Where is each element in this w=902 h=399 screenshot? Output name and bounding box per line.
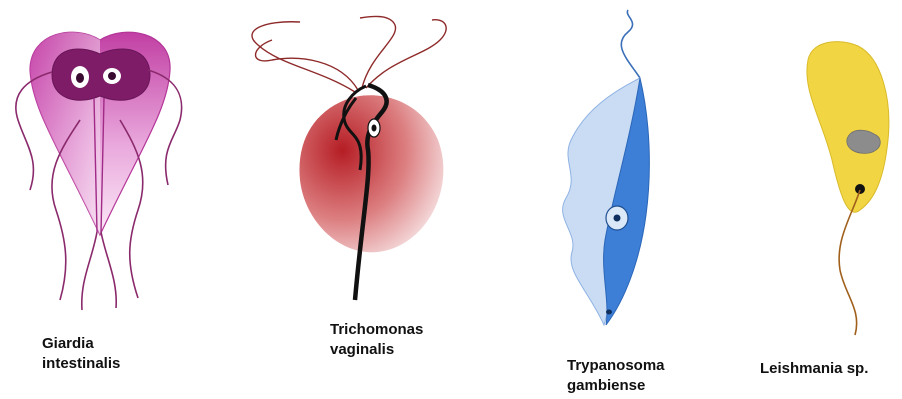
label-leishmania: Leishmania sp. [760, 359, 868, 379]
leishmania-cell-icon [807, 42, 889, 335]
label-giardia-line1: Giardia [42, 334, 120, 354]
label-trichomonas-vaginalis: Trichomonas vaginalis [330, 320, 423, 360]
leishmania-body [807, 42, 889, 213]
giardia-ventral-disc [52, 49, 150, 100]
label-trypanosoma-line1: Trypanosoma [567, 356, 665, 376]
trichomonas-cell-icon [252, 16, 446, 300]
label-giardia-line2: intestinalis [42, 354, 120, 374]
trypanosoma-kinetoplast [606, 310, 612, 315]
trypanosoma-cell-icon [563, 10, 650, 325]
label-trypanosoma-gambiense: Trypanosoma gambiense [567, 356, 665, 396]
trichomonas-body [299, 95, 443, 252]
label-leishmania-line1: Leishmania sp. [760, 359, 868, 379]
label-trichomonas-line2: vaginalis [330, 340, 423, 360]
trypanosoma-flagellum [621, 10, 640, 78]
label-trypanosoma-line2: gambiense [567, 376, 665, 396]
label-trichomonas-line1: Trichomonas [330, 320, 423, 340]
giardia-cell-icon [16, 32, 182, 310]
label-giardia-intestinalis: Giardia intestinalis [42, 334, 120, 374]
trichomonas-flagellum [252, 22, 355, 92]
